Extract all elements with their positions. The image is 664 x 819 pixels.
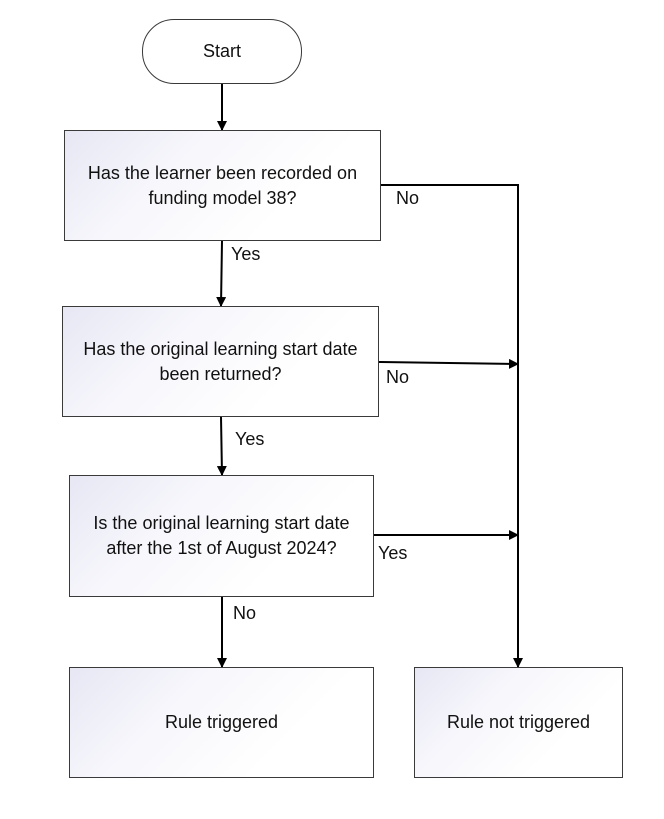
- arrow-q1-to-q2: [216, 240, 227, 307]
- arrow-q2-no-to-right-line: [378, 358, 519, 369]
- outcome-rule-triggered-label: Rule triggered: [164, 712, 279, 732]
- edge-label-q2-yes: Yes: [235, 429, 265, 449]
- outcome-rule-not-triggered-label: Rule not triggered: [446, 712, 591, 732]
- outcome-rule-triggered: Rule triggered: [69, 667, 374, 778]
- decision-funding-model-38-label: Has the learner been recorded on funding…: [87, 162, 358, 208]
- decision-start-date-returned: Has the original learning start date bee…: [62, 306, 379, 417]
- edge-label-q1-no: No: [396, 188, 420, 208]
- start-label: Start: [202, 41, 241, 61]
- decision-start-date-after-aug-2024-label: Is the original learning start date afte…: [93, 513, 350, 558]
- decision-start-date-after-aug-2024: Is the original learning start date afte…: [69, 475, 374, 597]
- edge-label-q3-no: No: [233, 603, 257, 623]
- decision-start-date-returned-label: Has the original learning start date bee…: [83, 338, 358, 384]
- outcome-rule-not-triggered: Rule not triggered: [414, 667, 623, 778]
- edge-label-q3-yes: Yes: [378, 543, 408, 563]
- arrow-q1-no-to-rule-not-triggered: [381, 184, 523, 668]
- arrow-q2-to-q3: [216, 416, 227, 476]
- edge-label-q2-no: No: [386, 367, 410, 387]
- decision-funding-model-38: Has the learner been recorded on funding…: [64, 130, 381, 241]
- start-terminator: Start: [142, 19, 302, 84]
- edge-label-q1-yes: Yes: [231, 244, 261, 264]
